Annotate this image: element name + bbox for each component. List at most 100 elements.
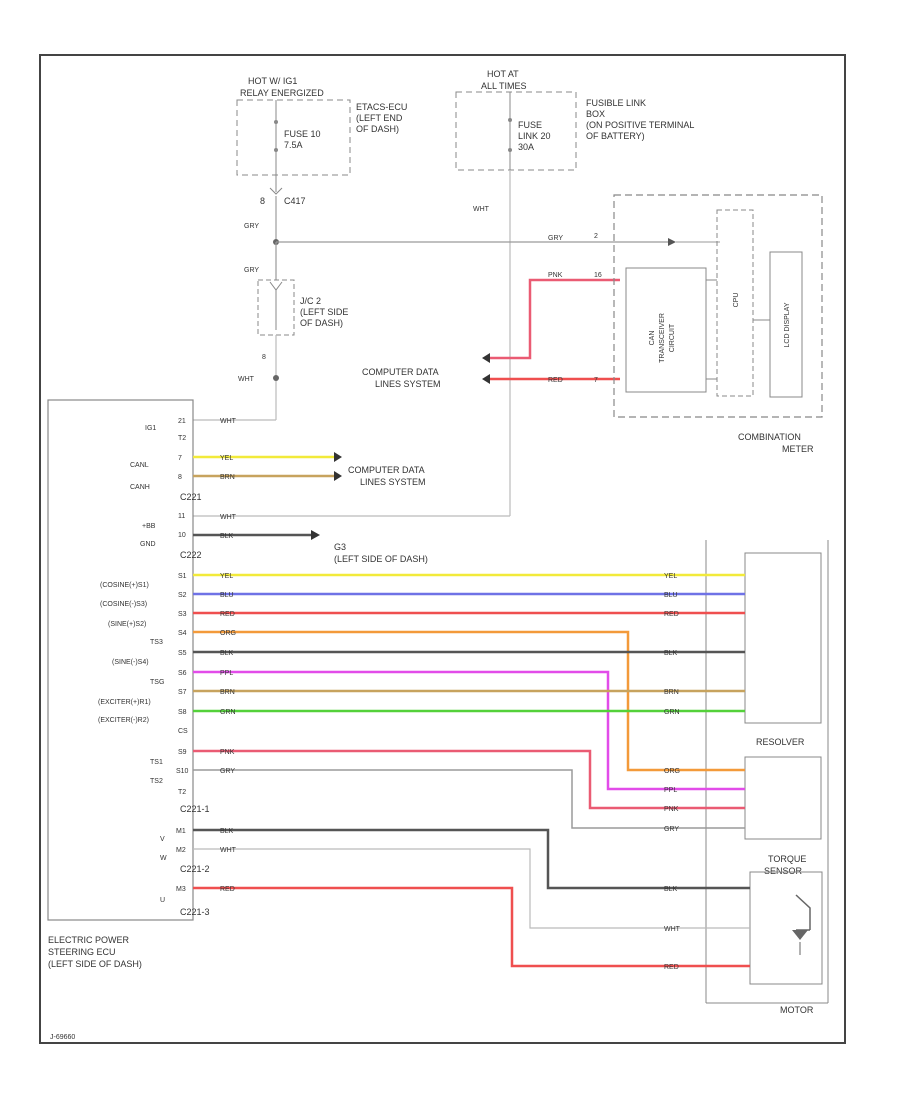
red-label-m3-left: RED	[220, 886, 235, 893]
torque-label-2: SENSOR	[764, 866, 803, 876]
computer-data-1-line-2: LINES SYSTEM	[375, 379, 441, 389]
yel-label-s1-left: YEL	[220, 573, 233, 580]
wht-label-ig1: WHT	[220, 418, 237, 425]
wire-fusible-wht: WHT WHT	[193, 170, 511, 521]
computer-data-2-line-1: COMPUTER DATA	[348, 465, 425, 475]
num-21: 21	[178, 418, 186, 425]
pin-cosine-neg: (COSINE(-)S3)	[100, 601, 147, 608]
c417-label: C417	[284, 196, 306, 206]
pin-exciter-pos: (EXCITER(+)R1)	[98, 699, 151, 706]
num-s6: S6	[178, 670, 187, 677]
pin-cs: CS	[178, 728, 188, 735]
num-11: 11	[178, 513, 185, 520]
conn-c221: C221	[180, 492, 202, 502]
blk-label-s5-right: BLK	[664, 650, 678, 657]
pnk-label: PNK	[548, 272, 563, 279]
blk-label-m1-left: BLK	[220, 828, 234, 835]
ppl-label-left: PPL	[220, 670, 233, 677]
org-label-left: ORG	[220, 630, 236, 637]
sensor-box	[744, 756, 822, 840]
jc2-name-1: J/C 2	[300, 296, 321, 306]
fuse2-location-2: BOX	[586, 109, 605, 119]
ecu-name-1: ELECTRIC POWER	[48, 935, 130, 945]
fuse2-label-1: FUSE	[518, 120, 542, 130]
fuse-box-fusible-link: HOT AT ALL TIMES FUSE LINK 20 30A FUSIBL…	[455, 69, 694, 171]
pin-exciter-neg: (EXCITER(-)R2)	[98, 717, 149, 724]
fuse1-rating: 7.5A	[284, 140, 303, 150]
blk-label-gnd: BLK	[220, 533, 234, 540]
conn-c221-3: C221-3	[180, 907, 210, 917]
pin-hrb: +BB	[142, 523, 156, 530]
ground-g3: BLK G3 (LEFT SIDE OF DASH)	[193, 530, 428, 564]
red-label-m3-right: RED	[664, 964, 679, 971]
num-8: 8	[178, 474, 182, 481]
junction-jc2: J/C 2 (LEFT SIDE OF DASH) 8 WHT WHT	[193, 279, 348, 425]
num-m1: M1	[176, 828, 186, 835]
pin-ts1: TS1	[150, 759, 163, 766]
ecu-name-3: (LEFT SIDE OF DASH)	[48, 959, 142, 969]
meter-can: CAN	[649, 331, 656, 346]
fuse1-location-2: (LEFT END	[356, 113, 403, 123]
pin-v: V	[160, 836, 165, 843]
pin-cosine-pos: (COSINE(+)S1)	[100, 582, 149, 589]
org-label-right: ORG	[664, 768, 680, 775]
pin-canl: CANL	[130, 462, 149, 469]
jc2-name-3: OF DASH)	[300, 318, 343, 328]
fuse2-header-1: HOT AT	[487, 69, 519, 79]
c417-pin: 8	[260, 196, 265, 206]
computer-data-2-line-2: LINES SYSTEM	[360, 477, 426, 487]
fuse2-location-4: OF BATTERY)	[586, 131, 645, 141]
num-s10: S10	[176, 768, 189, 775]
red-label-can: RED	[548, 377, 563, 384]
num-m2: M2	[176, 847, 186, 854]
jc2-pin: 8	[262, 354, 266, 361]
pnk-label-left: PNK	[220, 749, 235, 756]
grn-label-left: GRN	[220, 709, 236, 716]
num-s4: S4	[178, 630, 187, 637]
fuse2-label-2: LINK 20	[518, 131, 551, 141]
fuse1-header-1: HOT W/ IG1	[248, 76, 297, 86]
pin-ts2: TS2	[150, 778, 163, 785]
footer-code: J-69660	[50, 1034, 75, 1041]
fuse1-label: FUSE 10	[284, 129, 321, 139]
num-t2: T2	[178, 435, 186, 442]
fuse2-location-1: FUSIBLE LINK	[586, 98, 646, 108]
pin-sine-pos: (SINE(+)S2)	[108, 621, 146, 628]
pin-tsg: TSG	[150, 679, 164, 686]
meter-cpu: CPU	[733, 293, 740, 308]
computer-data-1-line-1: COMPUTER DATA	[362, 367, 439, 377]
motor-label: MOTOR	[780, 1005, 814, 1015]
pnk-label-right: PNK	[664, 806, 679, 813]
can-lines-meter: PNK RED 16 7 COMPUTER DATA LINES SYSTEM	[362, 272, 620, 389]
wht-label-c221: WHT	[220, 514, 237, 521]
num-s2: S2	[178, 592, 187, 599]
brn-label-right: BRN	[664, 689, 679, 696]
meter-name-1: COMBINATION	[738, 432, 801, 442]
gry-label-left: GRY	[220, 768, 235, 775]
fuse1-header-2: RELAY ENERGIZED	[240, 88, 324, 98]
resolver-wires: S1 YEL YEL S2 BLU BLU S3 RED RED S4 ORG …	[176, 573, 745, 833]
fuse2-header-2: ALL TIMES	[481, 81, 527, 91]
num-s5: S5	[178, 650, 187, 657]
red-label-s3-right: RED	[664, 611, 679, 618]
meter-pin-a: 2	[594, 233, 598, 240]
meter-circuit: CIRCUIT	[669, 323, 676, 352]
pin-sine-neg: (SINE(-)S4)	[112, 659, 149, 666]
blk-label-s5-left: BLK	[220, 650, 234, 657]
conn-c221-2: C221-2	[180, 864, 210, 874]
gry-label-meter: GRY	[548, 235, 563, 242]
ground-name-1: G3	[334, 542, 346, 552]
fuse1-location-3: OF DASH)	[356, 124, 399, 134]
can-lines-ecu: YEL BRN COMPUTER DATA LINES SYSTEM	[193, 452, 426, 487]
diagram-border	[39, 54, 846, 1044]
brn-label-can: BRN	[220, 474, 235, 481]
pin-ts3: TS3	[150, 639, 163, 646]
resolver-box	[744, 552, 822, 724]
pin-ig1: IG1	[145, 425, 156, 432]
gry-label-jc: GRY	[244, 267, 259, 274]
red-label-s3-left: RED	[220, 611, 235, 618]
meter-transceiver: TRANSCEIVER	[659, 313, 666, 363]
yel-label-can: YEL	[220, 455, 233, 462]
ground-name-2: (LEFT SIDE OF DASH)	[334, 554, 428, 564]
